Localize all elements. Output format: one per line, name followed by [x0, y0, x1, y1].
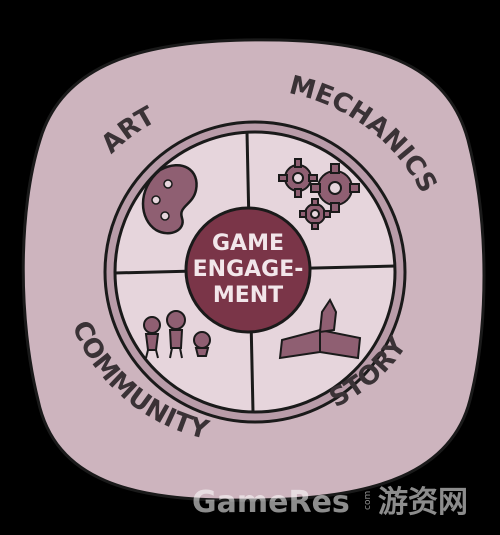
book-icon	[278, 298, 362, 360]
palette-icon	[141, 164, 198, 235]
watermark: GameRes com 游资网	[192, 485, 468, 520]
center-circle	[184, 206, 312, 334]
center-line-1: GAME	[212, 231, 284, 256]
center-line-3: MENT	[213, 283, 283, 308]
watermark-latin: GameRes	[192, 485, 350, 520]
people-icon	[143, 310, 211, 359]
center-line-2: ENGAGE-	[193, 257, 304, 282]
watermark-cjk: 游资网	[378, 485, 468, 520]
gears-icon	[278, 158, 360, 230]
watermark-small: com	[363, 491, 373, 510]
